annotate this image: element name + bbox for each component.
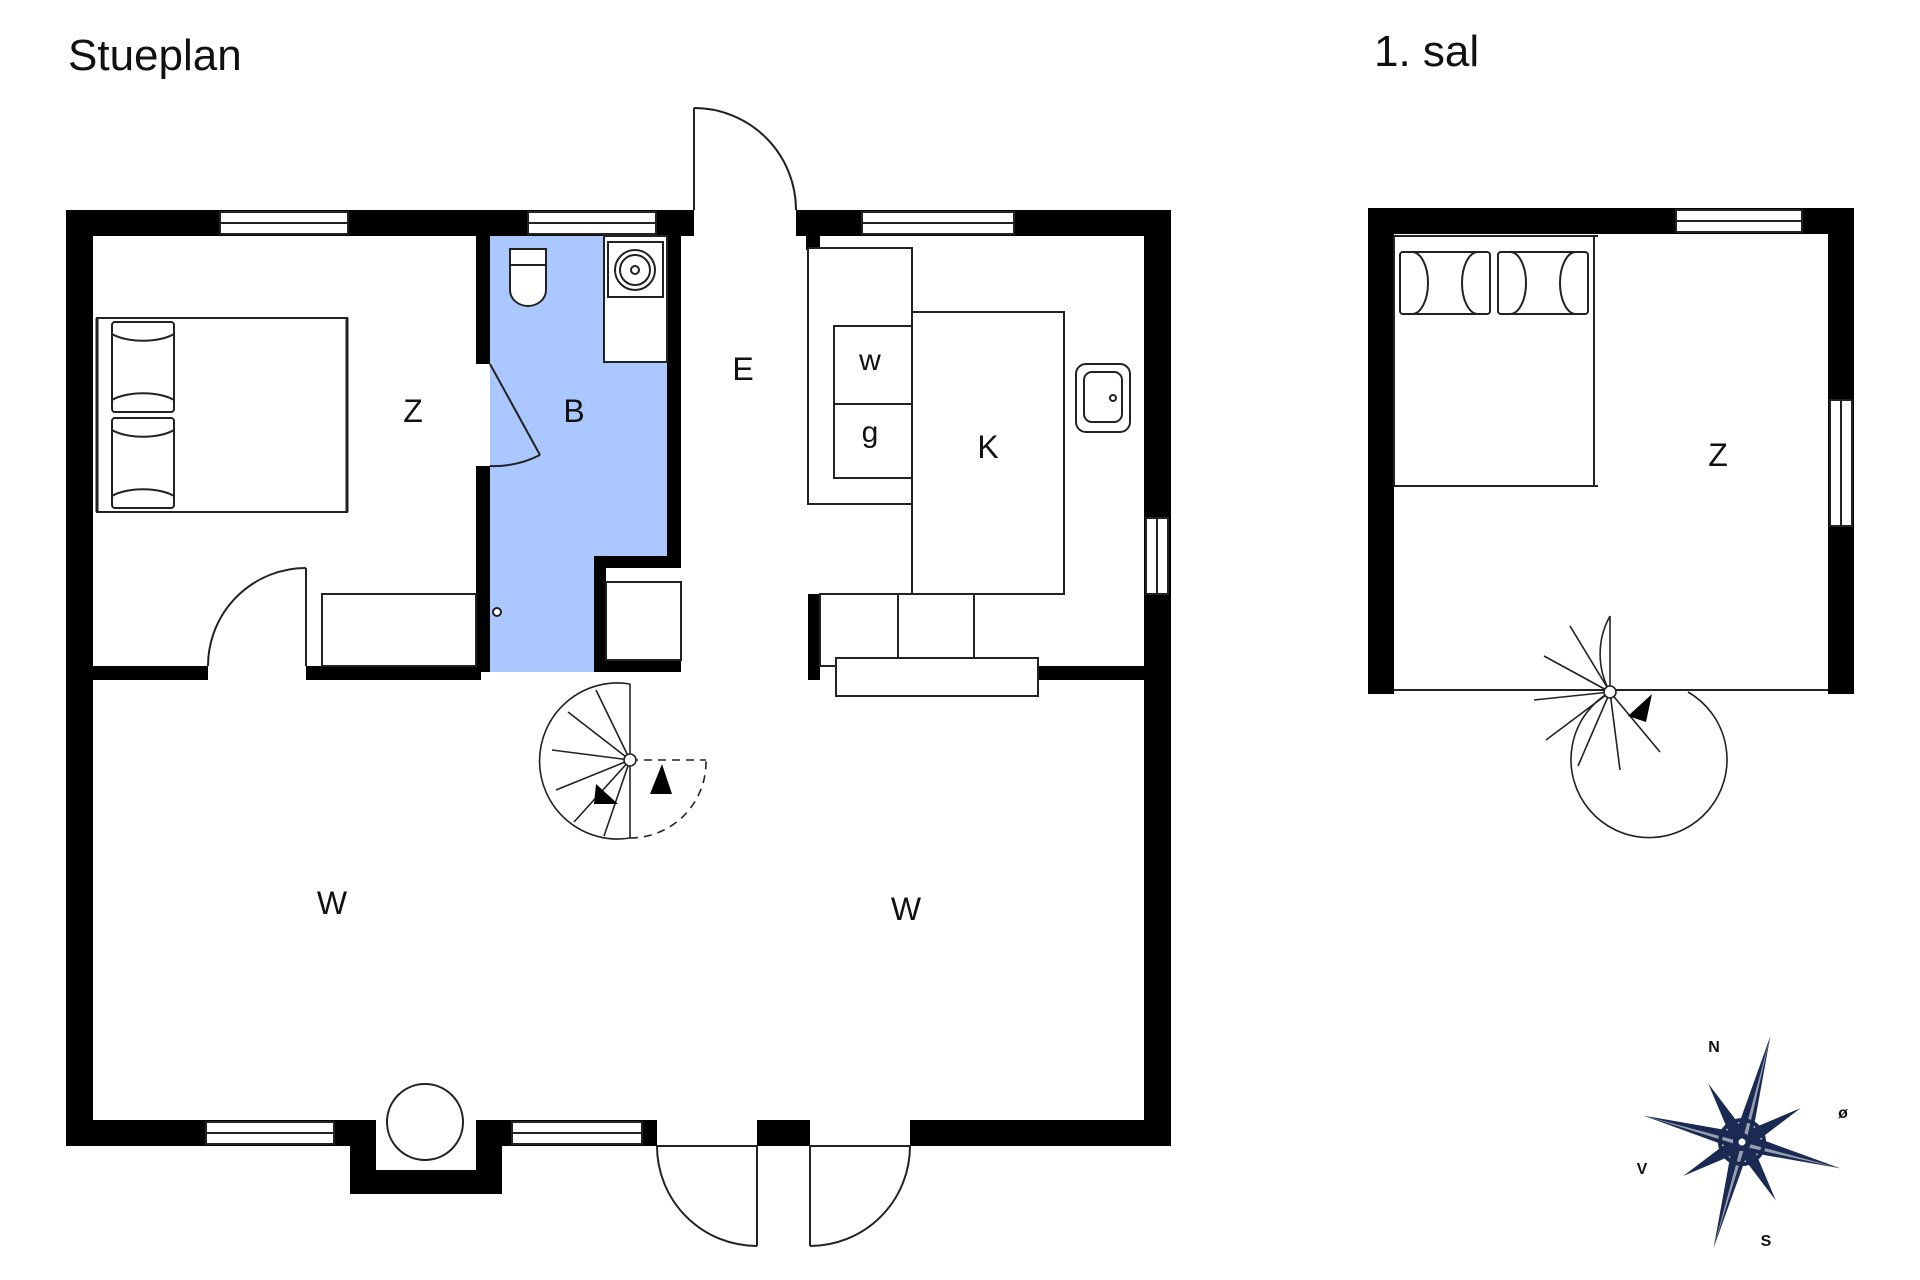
compass-east: ø (1838, 1105, 1848, 1122)
window-top-bath (527, 211, 657, 235)
room-label-living-left: W (317, 885, 348, 921)
bath-door (489, 363, 541, 468)
upper-floor-plan: 1. sal Z (1368, 27, 1854, 839)
room-label-living-right: W (891, 891, 922, 927)
floor-drain (492, 607, 502, 617)
upper-fixtures (1393, 235, 1598, 487)
upper-pillow-1 (1399, 251, 1491, 315)
room-label-g: g (862, 416, 879, 449)
compass-rose: N ø S V (1637, 1035, 1848, 1250)
ground-floor-title: Stueplan (68, 31, 242, 80)
terrace-door-left (656, 1145, 758, 1247)
upper-windows (1675, 209, 1853, 527)
spiral-staircase-upper (1533, 615, 1728, 839)
bedroom-door (207, 567, 307, 667)
compass-north: N (1708, 1039, 1720, 1056)
wardrobe (321, 593, 477, 667)
terrace-door-right (809, 1145, 911, 1247)
upper-floor-title: 1. sal (1374, 27, 1479, 76)
kitchen-island (911, 311, 1065, 595)
stair-arrow-1 (594, 784, 618, 804)
room-label-upper-bedroom: Z (1708, 437, 1728, 473)
front-door (693, 107, 797, 211)
window-top-kitchen (861, 211, 1015, 235)
compass-rose-icon (1643, 1035, 1841, 1249)
window-right-kitchen (1145, 517, 1169, 595)
window-top-bedroom (219, 211, 349, 235)
pillow-1 (111, 321, 175, 413)
upper-window-right (1829, 399, 1853, 527)
toilet (509, 248, 547, 307)
compass-west: V (1637, 1161, 1648, 1178)
upper-stair-arrow (1628, 694, 1652, 722)
room-label-washer: w (858, 344, 881, 377)
kitchen-bench (835, 657, 1039, 697)
room-label-kitchen: K (977, 429, 998, 465)
interior-walls (93, 236, 1144, 680)
room-label-bath: B (563, 393, 584, 429)
room-label-entry: E (732, 351, 753, 387)
window-bottom-middle (511, 1121, 643, 1145)
ground-windows (205, 211, 1169, 1145)
window-bottom-left (205, 1121, 335, 1145)
spiral-staircase-ground (538, 682, 707, 840)
ground-doors (207, 107, 911, 1247)
compass-south: S (1761, 1233, 1772, 1250)
kitchen-sink (1075, 363, 1131, 433)
upper-window-top (1675, 209, 1803, 233)
upper-pillow-2 (1497, 251, 1589, 315)
entry-cabinet (605, 581, 682, 661)
washer (833, 325, 913, 405)
round-table (386, 1083, 464, 1161)
room-label-bedroom: Z (403, 393, 423, 429)
ground-fixtures (95, 235, 1131, 1161)
ground-floor-plan: Stueplan Z B E K w g W W (66, 31, 1171, 1247)
stair-arrow-2 (650, 764, 672, 794)
pillow-2 (111, 417, 175, 509)
